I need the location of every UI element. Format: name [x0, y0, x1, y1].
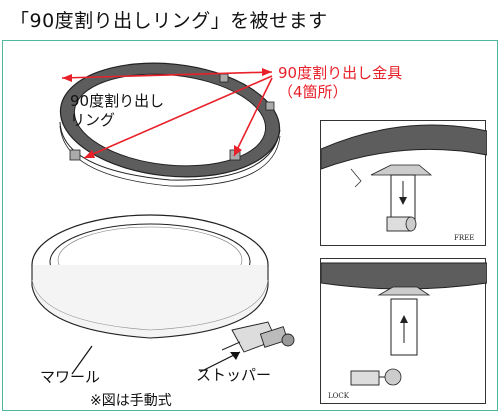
fitting-label: 90度割り出し金具 （4箇所） [278, 64, 403, 101]
index-ring-drawing [59, 62, 281, 187]
free-state-label: FREE [454, 234, 475, 242]
base-ring-drawing [31, 214, 295, 353]
index-ring-label: 90度割り出し リング [70, 92, 165, 129]
lock-state-label: LOCK [328, 392, 349, 400]
figure-note: ※図は手動式 [90, 393, 172, 409]
stopper-label: ストッパー [196, 366, 272, 384]
free-state-inset [320, 120, 487, 246]
mawaru-label: マワール [40, 368, 101, 386]
lock-state-inset [320, 258, 487, 404]
page-title: 「90度割り出しリング」を被せます [10, 10, 328, 32]
